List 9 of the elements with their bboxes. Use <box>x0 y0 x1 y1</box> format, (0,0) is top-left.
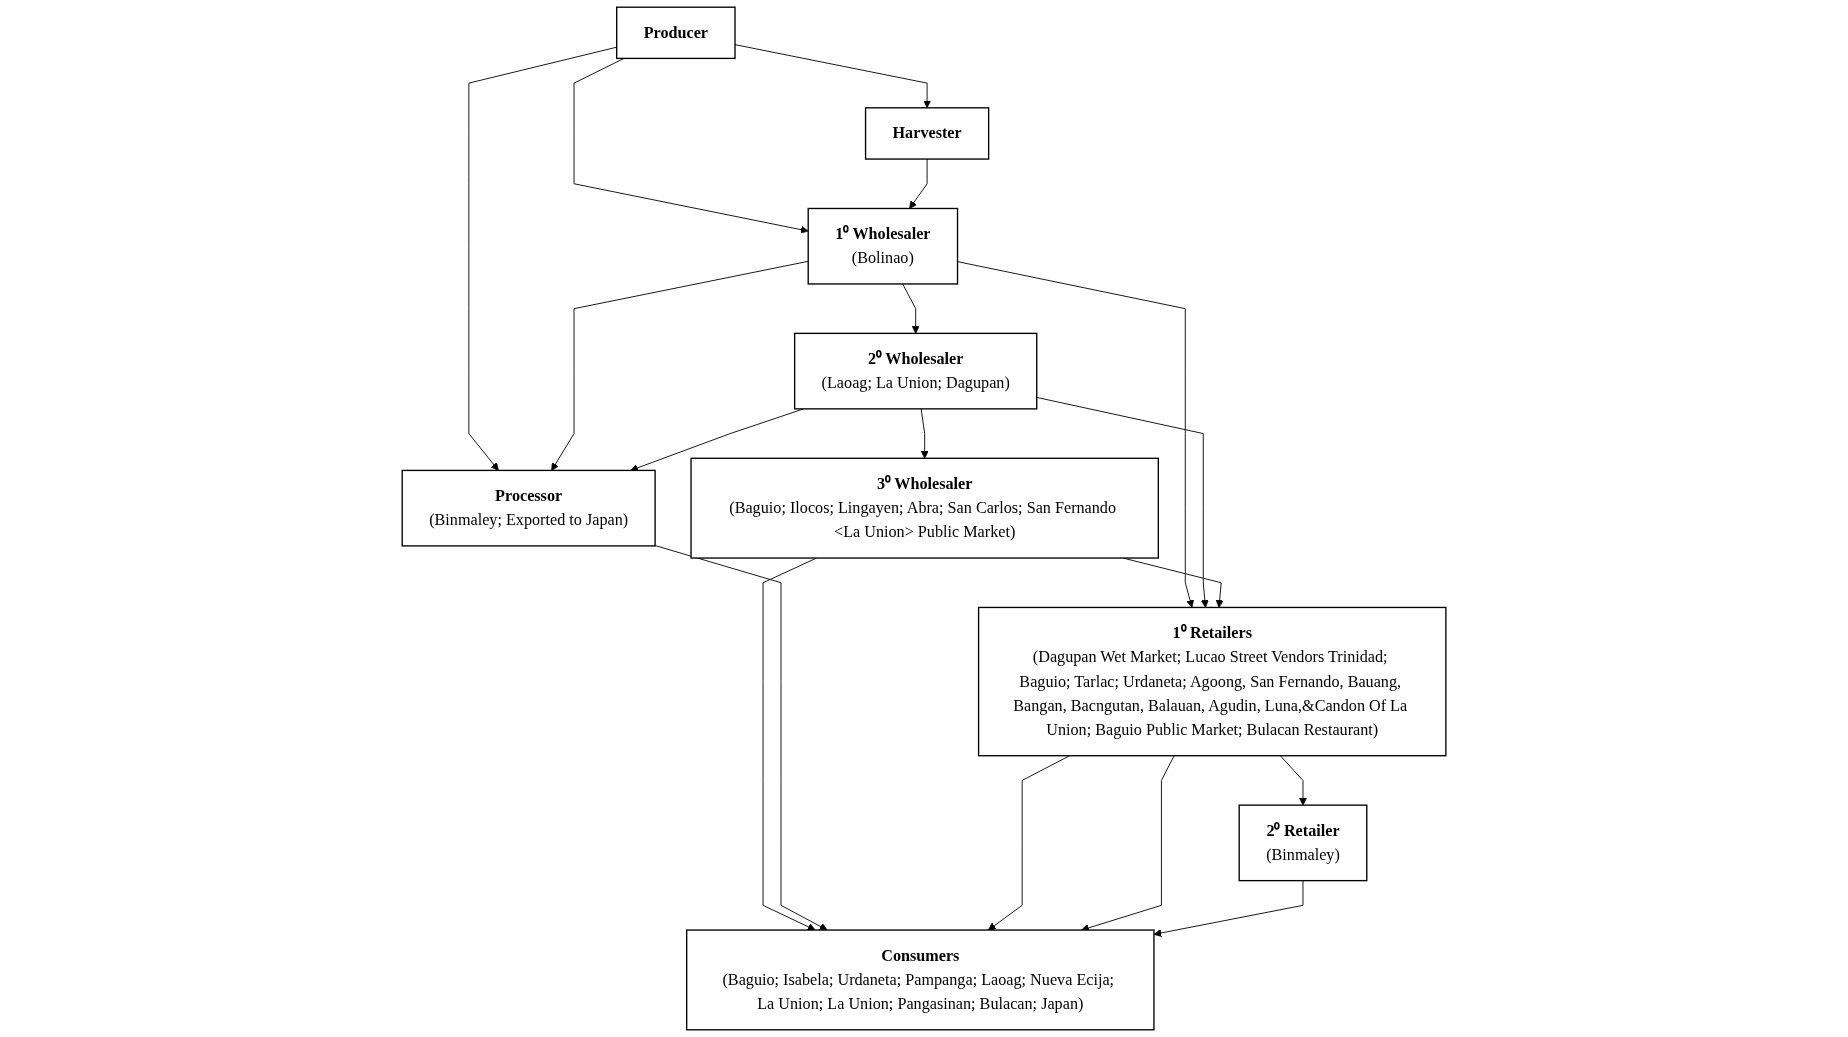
node-box: 1⁰ Retailers (Dagupan Wet Market; Lucao Street Vendors Trinidad; Baguio; Tarlac; Urdaneta; Agoong, San Fernando, Bauang, Bangan, Bacngutan, Balauan, Agudin, Luna,&Candon Of La Union; Baguio Public Market; Bulacan Restaurant) <box>977 606 1447 757</box>
node-box: Processor (Binmaley; Exported to Japan) <box>401 469 656 547</box>
node-box: Producer <box>616 6 736 60</box>
node-box: Harvester <box>864 107 990 160</box>
node-box: 3⁰ Wholesaler (Baguio; Ilocos; Lingayen; Abra; San Carlos; San Fernando <La Union> Public Market) <box>690 457 1159 559</box>
node-box: Consumers (Baguio; Isabela; Urdaneta; Pampanga; Laoag; Nueva Ecija; La Union; La Union; Pangasinan; Bulacan; Japan) <box>685 929 1155 1031</box>
node-box: 2⁰ Wholesaler (Laoag; La Union; Dagupan) <box>793 332 1038 410</box>
node-box: 1⁰ Wholesaler (Bolinao) <box>807 207 959 285</box>
node-box: 2⁰ Retailer (Binmaley) <box>1238 804 1368 882</box>
